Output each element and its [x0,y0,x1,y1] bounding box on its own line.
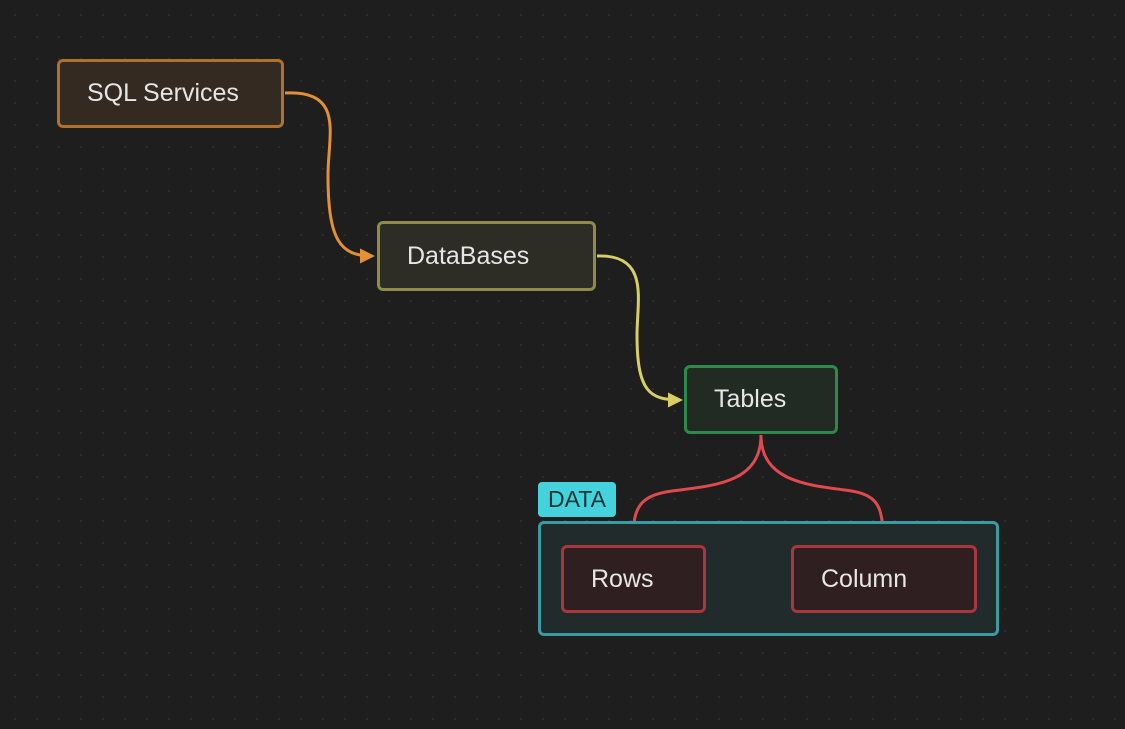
node-sql-services-label: SQL Services [87,79,239,107]
node-rows-label: Rows [591,564,654,593]
node-sql-services[interactable]: SQL Services [57,59,284,128]
node-databases-label: DataBases [407,241,530,270]
node-column[interactable]: Column [791,545,977,613]
edge-databases-to-tables[interactable] [596,254,683,408]
node-tables[interactable]: Tables [684,365,838,434]
edge-sql-to-databases[interactable] [284,91,375,264]
group-data-label[interactable]: DATA [538,482,616,517]
node-rows[interactable]: Rows [561,545,706,613]
node-tables-label: Tables [714,385,787,413]
node-databases[interactable]: DataBases [377,221,596,291]
node-column-label: Column [821,564,908,593]
